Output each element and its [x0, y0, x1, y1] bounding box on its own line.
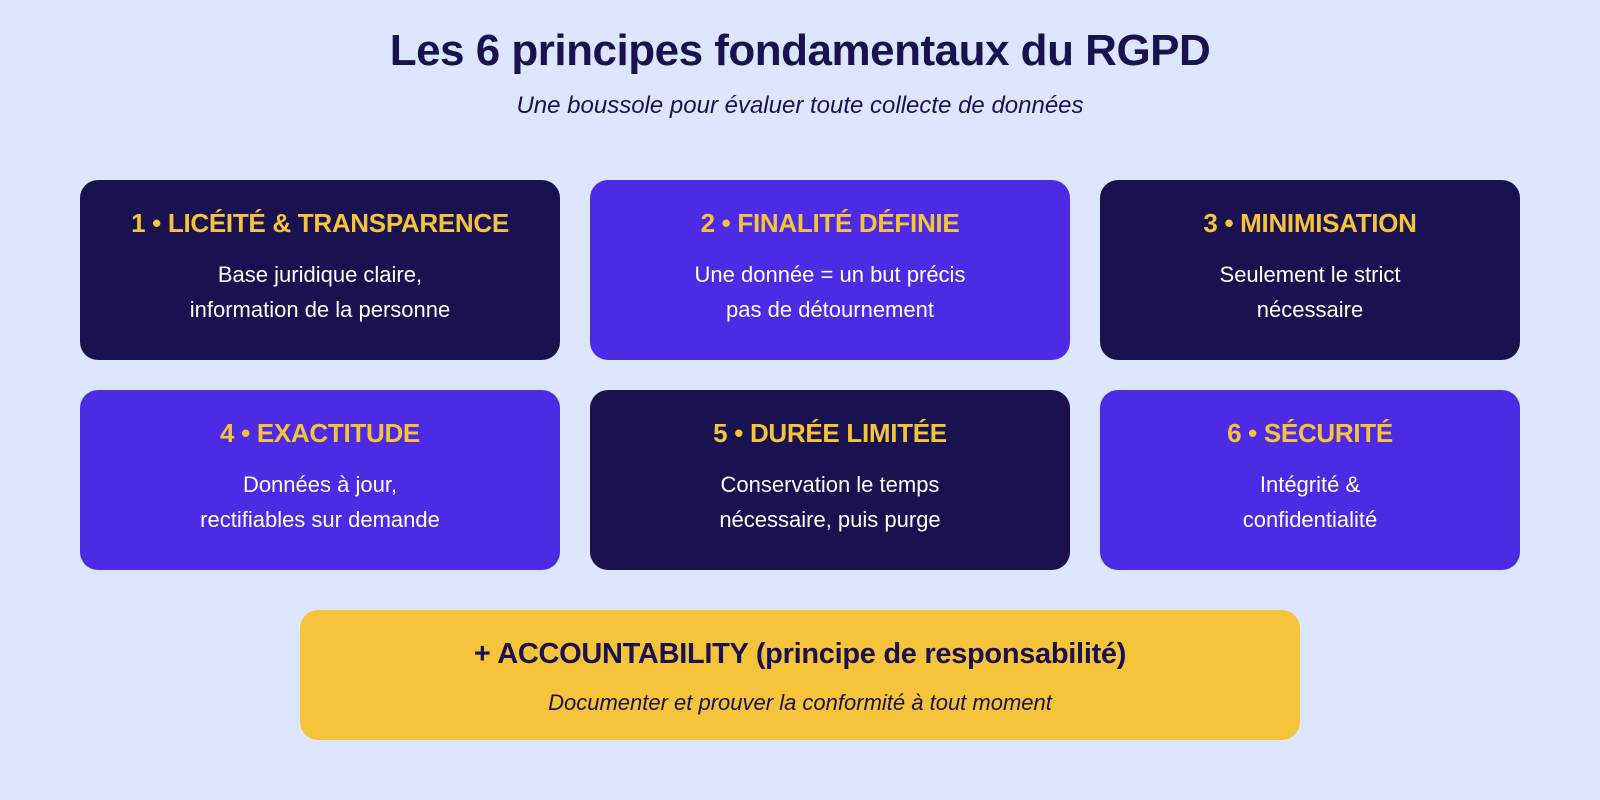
principle-description-line: Une donnée = un but précis — [694, 262, 966, 287]
principle-description-line: rectifiables sur demande — [200, 507, 440, 532]
principle-heading: 1 • LICÉITÉ & TRANSPARENCE — [131, 208, 509, 238]
principle-card-duree-limitee: 5 • DURÉE LIMITÉE Conservation le temps … — [590, 390, 1070, 570]
principle-heading: 5 • DURÉE LIMITÉE — [713, 418, 947, 448]
principle-heading: 2 • FINALITÉ DÉFINIE — [700, 208, 960, 238]
page-title: Les 6 principes fondamentaux du RGPD — [389, 26, 1211, 75]
principle-card-securite: 6 • SÉCURITÉ Intégrité & confidentialité — [1100, 390, 1520, 570]
principle-card-liceite: 1 • LICÉITÉ & TRANSPARENCE Base juridiqu… — [80, 180, 560, 360]
principle-description-line: nécessaire — [1256, 297, 1364, 322]
accountability-heading: + ACCOUNTABILITY (principe de responsabi… — [473, 638, 1127, 670]
principle-description-line: Base juridique claire, — [217, 262, 423, 287]
principle-description-line: information de la personne — [189, 297, 451, 322]
accountability-banner: + ACCOUNTABILITY (principe de responsabi… — [300, 610, 1300, 740]
principle-heading: 4 • EXACTITUDE — [220, 418, 420, 448]
principle-description-line: Seulement le strict — [1219, 262, 1401, 287]
accountability-description: Documenter et prouver la conformité à to… — [548, 690, 1052, 715]
principle-description-line: confidentialité — [1242, 507, 1378, 532]
principle-heading: 3 • MINIMISATION — [1203, 208, 1417, 238]
principle-card-exactitude: 4 • EXACTITUDE Données à jour, rectifiab… — [80, 390, 560, 570]
principle-card-minimisation: 3 • MINIMISATION Seulement le strict néc… — [1100, 180, 1520, 360]
principle-description-line: Données à jour, — [242, 472, 398, 497]
principle-description-line: Conservation le temps — [720, 472, 940, 497]
principle-card-finalite: 2 • FINALITÉ DÉFINIE Une donnée = un but… — [590, 180, 1070, 360]
principle-description-line: nécessaire, puis purge — [719, 507, 941, 532]
principle-heading: 6 • SÉCURITÉ — [1227, 418, 1393, 448]
principle-description-line: Intégrité & — [1259, 472, 1361, 497]
principle-description-line: pas de détournement — [726, 297, 934, 322]
page-subtitle: Une boussole pour évaluer toute collecte… — [516, 92, 1084, 119]
